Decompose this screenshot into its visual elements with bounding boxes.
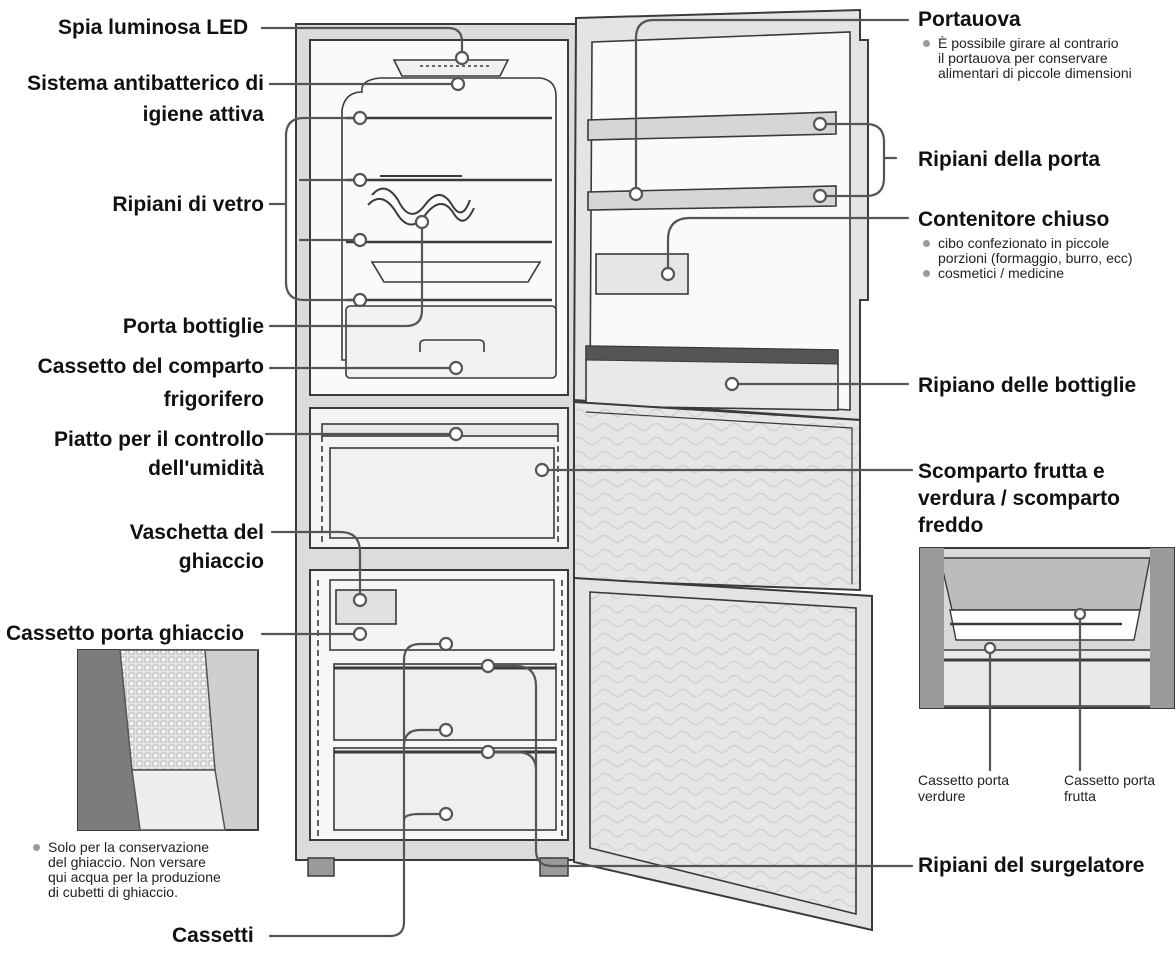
label-scomparto-frutta: Scomparto frutta e verdura / scomparto f…: [918, 458, 1120, 539]
label-cassetto-porta-ghiaccio: Cassetto porta ghiaccio: [6, 622, 245, 645]
note-contenitore: cibo confezionato in piccole porzioni (f…: [918, 236, 1174, 281]
note-ghiaccio-bullet: Solo per la conservazione del ghiaccio. …: [28, 840, 268, 900]
note-ghiaccio: Solo per la conservazione del ghiaccio. …: [28, 840, 268, 900]
crisper-inset: [919, 547, 1175, 709]
label-ripiani-surgelatore: Ripiani del surgelatore: [918, 854, 1145, 877]
label-piatto-umidita: Piatto per il controllo dell'umidità: [54, 426, 264, 482]
label-portauova: Portauova: [918, 8, 1021, 31]
note-portauova-line2: il portauova per conservare: [938, 50, 1108, 66]
label-cassetto-frigo-line1: Cassetto del comparto: [37, 355, 264, 378]
label-scomparto-line1: Scomparto frutta e: [918, 460, 1105, 483]
fridge-door-middle: [573, 400, 861, 592]
label-scomparto-line2: verdura / scomparto: [918, 487, 1120, 510]
note-ghiaccio-line2: del ghiaccio. Non versare: [48, 854, 206, 870]
ice-drawer-inset: [77, 649, 259, 831]
note-contenitore-bullet2: cosmetici / medicine: [918, 266, 1174, 281]
leader-dots: [352, 50, 1087, 822]
note-ghiaccio-line3: qui acqua per la produzione: [48, 869, 221, 885]
caption-cassetto-verdure: Cassetto porta verdure: [918, 772, 1009, 804]
note-portauova-line3: alimentari di piccole dimensioni: [938, 65, 1132, 81]
label-cassetto-frigorifero: Cassetto del comparto frigorifero: [38, 353, 264, 413]
label-vaschetta-ghiaccio: Vaschetta del ghiaccio: [130, 519, 264, 575]
note-ghiaccio-line1: Solo per la conservazione: [48, 839, 210, 855]
label-ripiani-vetro: Ripiani di vetro: [112, 193, 264, 216]
label-piatto-line1: Piatto per il controllo: [53, 428, 264, 451]
note-ghiaccio-line4: di cubetti di ghiaccio.: [48, 884, 178, 900]
note-contenitore-b1-line1: cibo confezionato in piccole: [938, 235, 1110, 251]
note-portauova: È possibile girare al contrario il porta…: [918, 36, 1174, 81]
label-vaschetta-line2: ghiaccio: [178, 550, 264, 573]
label-spia-led: Spia luminosa LED: [58, 16, 249, 39]
note-portauova-line1: È possibile girare al contrario: [938, 35, 1119, 51]
label-piatto-line2: dell'umidità: [148, 457, 264, 480]
label-sistema-antibatterico: Sistema antibatterico di igiene attiva: [27, 70, 264, 128]
note-contenitore-b2: cosmetici / medicine: [938, 265, 1065, 281]
label-cassetti: Cassetti: [172, 924, 254, 947]
caption-frutta-line2: frutta: [1064, 788, 1096, 804]
leader-lines: [260, 18, 1082, 938]
label-sistema-line1: Sistema antibatterico di: [27, 72, 264, 95]
label-contenitore-chiuso: Contenitore chiuso: [918, 208, 1110, 231]
note-portauova-bullet: È possibile girare al contrario il porta…: [918, 36, 1174, 81]
note-contenitore-bullet1: cibo confezionato in piccole porzioni (f…: [918, 236, 1174, 266]
fridge-door-top: [572, 8, 869, 422]
caption-cassetto-frutta: Cassetto porta frutta: [1064, 772, 1155, 804]
note-contenitore-b1-line2: porzioni (formaggio, burro, ecc): [938, 250, 1133, 266]
label-ripiano-bottiglie: Ripiano delle bottiglie: [918, 374, 1137, 397]
label-ripiani-porta: Ripiani della porta: [918, 148, 1101, 171]
label-sistema-line2: igiene attiva: [142, 103, 264, 126]
label-porta-bottiglie: Porta bottiglie: [122, 315, 264, 338]
caption-verdure-line2: verdure: [918, 788, 966, 804]
caption-frutta-line1: Cassetto porta: [1064, 772, 1156, 788]
label-vaschetta-line1: Vaschetta del: [129, 521, 264, 544]
label-cassetto-frigo-line2: frigorifero: [163, 388, 264, 411]
caption-verdure-line1: Cassetto porta: [918, 772, 1010, 788]
freezer-door: [573, 576, 873, 932]
label-scomparto-line3: freddo: [918, 514, 984, 537]
